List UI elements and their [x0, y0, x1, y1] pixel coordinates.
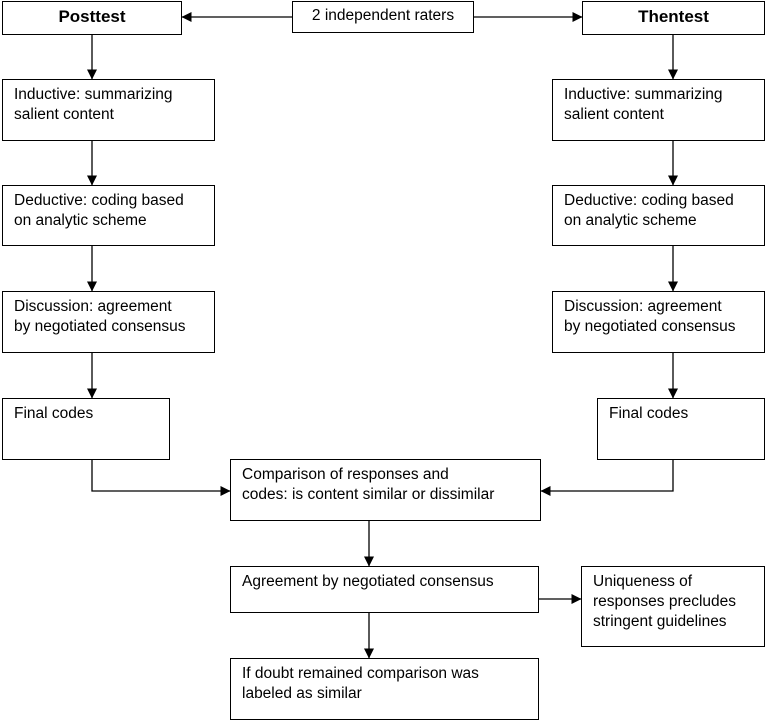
node-right-discussion: Discussion: agreement by negotiated cons… — [552, 291, 765, 353]
node-right-deductive-line-1: Deductive: coding based — [564, 192, 734, 209]
node-right-deductive-line-2: on analytic scheme — [564, 212, 697, 229]
node-raters-line-1: 2 independent raters — [311, 7, 455, 24]
node-right-inductive-line-2: salient content — [564, 106, 664, 123]
node-left-discussion: Discussion: agreement by negotiated cons… — [2, 291, 215, 353]
node-thentest: Thentest — [582, 1, 765, 35]
node-uniqueness-line-3: stringent guidelines — [593, 613, 727, 630]
node-left-inductive: Inductive: summarizing salient content — [2, 79, 215, 141]
node-left-final: Final codes — [2, 398, 170, 460]
node-left-discussion-line-2: by negotiated consensus — [14, 318, 186, 335]
node-comparison-line-2: codes: is content similar or dissimilar — [242, 486, 495, 503]
node-comparison: Comparison of responses and codes: is co… — [230, 459, 541, 521]
edge-right-final-comparison — [540, 460, 674, 496]
node-right-final: Final codes — [597, 398, 765, 460]
node-right-inductive: Inductive: summarizing salient content — [552, 79, 765, 141]
node-left-discussion-line-1: Discussion: agreement — [14, 298, 172, 315]
node-doubt-line-2: labeled as similar — [242, 685, 362, 702]
node-uniqueness-line-1: Uniqueness of — [593, 573, 693, 590]
node-agreement-line-1: Agreement by negotiated consensus — [242, 573, 494, 590]
node-right-inductive-line-1: Inductive: summarizing — [564, 86, 723, 103]
node-doubt: If doubt remained comparison was labeled… — [230, 658, 539, 720]
node-left-inductive-line-1: Inductive: summarizing — [14, 86, 173, 103]
node-right-discussion-line-2: by negotiated consensus — [564, 318, 736, 335]
node-posttest: Posttest — [2, 1, 182, 35]
node-posttest-line-1: Posttest — [58, 7, 126, 26]
edge-left-final-comparison — [91, 460, 231, 496]
node-left-inductive-line-2: salient content — [14, 106, 114, 123]
node-left-deductive-line-2: on analytic scheme — [14, 212, 147, 229]
node-agreement: Agreement by negotiated consensus — [230, 566, 539, 613]
node-uniqueness-line-2: responses precludes — [593, 593, 737, 610]
node-left-deductive-line-1: Deductive: coding based — [14, 192, 184, 209]
node-right-final-line-1: Final codes — [609, 405, 689, 422]
node-raters: 2 independent raters — [292, 1, 474, 33]
node-doubt-line-1: If doubt remained comparison was — [242, 665, 479, 682]
node-right-deductive: Deductive: coding based on analytic sche… — [552, 185, 765, 246]
node-uniqueness: Uniqueness of responses precludes string… — [581, 566, 765, 647]
node-thentest-line-1: Thentest — [638, 7, 709, 26]
node-right-discussion-line-1: Discussion: agreement — [564, 298, 722, 315]
node-comparison-line-1: Comparison of responses and — [242, 466, 449, 483]
node-left-final-line-1: Final codes — [14, 405, 94, 422]
node-left-deductive: Deductive: coding based on analytic sche… — [2, 185, 215, 246]
